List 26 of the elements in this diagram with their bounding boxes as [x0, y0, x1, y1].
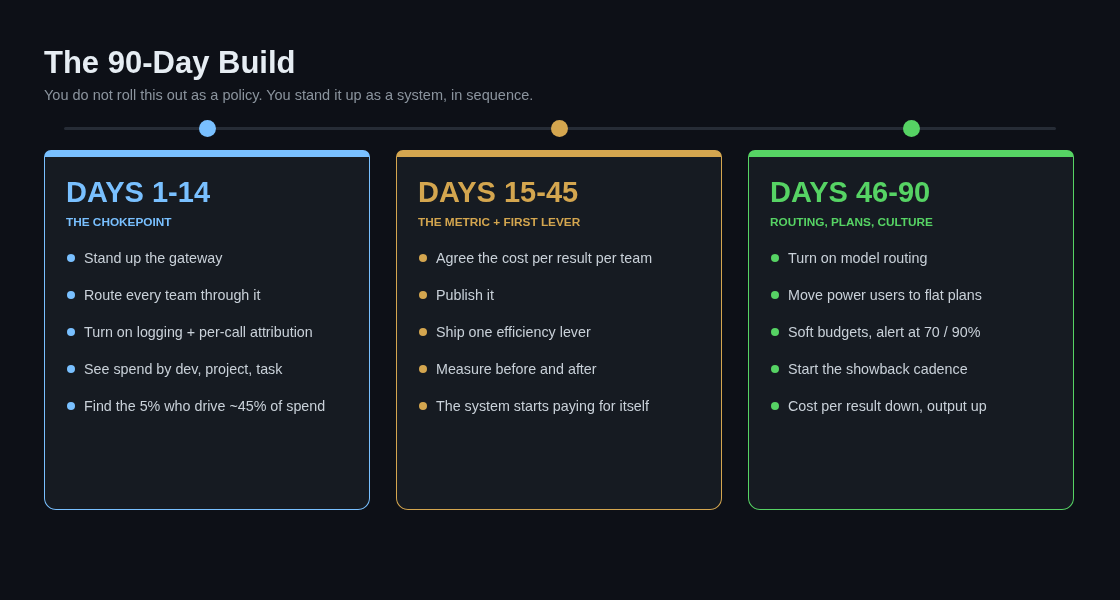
task-text: Agree the cost per result per team — [436, 249, 653, 268]
task-text: Start the showback cadence — [788, 360, 968, 379]
phase-card — [748, 150, 1074, 510]
task-text: Publish it — [436, 286, 494, 305]
task-text: Stand up the gateway — [84, 249, 223, 268]
task-text: See spend by dev, project, task — [84, 360, 283, 379]
phase-heading: DAYS 1-14 — [66, 175, 211, 209]
phase-subtitle: THE METRIC + FIRST LEVER — [418, 214, 582, 230]
task-text: Ship one efficiency lever — [436, 323, 591, 342]
phase-heading: DAYS 15-45 — [418, 175, 580, 209]
page-title: The 90-Day Build — [44, 44, 296, 82]
phase-subtitle: THE CHOKEPOINT — [66, 214, 173, 230]
task-text: Turn on logging + per-call attribution — [84, 323, 313, 342]
task-text: Move power users to flat plans — [788, 286, 982, 305]
phase-card — [44, 150, 370, 510]
phase-subtitle: ROUTING, PLANS, CULTURE — [770, 214, 934, 230]
task-text: Route every team through it — [84, 286, 261, 305]
task-text: The system starts paying for itself — [436, 397, 649, 416]
task-text: Turn on model routing — [788, 249, 928, 268]
task-text: Soft budgets, alert at 70 / 90% — [788, 323, 981, 342]
page-subtitle: You do not roll this out as a policy. You stand it up as a system, in sequence. — [44, 86, 534, 105]
phase-card — [396, 150, 722, 510]
task-text: Measure before and after — [436, 360, 597, 379]
task-text: Find the 5% who drive ~45% of spend — [84, 397, 326, 416]
phase-heading: DAYS 46-90 — [770, 175, 932, 209]
task-text: Cost per result down, output up — [788, 397, 987, 416]
